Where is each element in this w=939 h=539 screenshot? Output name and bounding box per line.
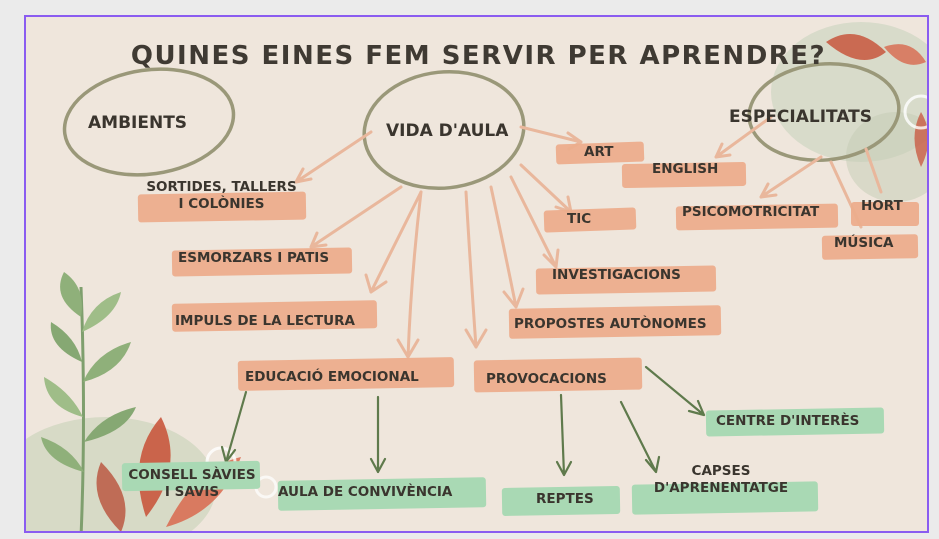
node-educacio: EDUCACIÓ EMOCIONAL <box>245 369 419 385</box>
node-esmorzars: ESMORZARS I PATIS <box>178 250 330 266</box>
white-swirl <box>903 94 927 130</box>
node-sortides: SORTIDES, TALLERS I COLÒNIES <box>146 179 297 212</box>
plant-leaf <box>83 342 131 382</box>
red-leaf <box>96 462 126 531</box>
node-investigacions: INVESTIGACIONS <box>552 267 681 283</box>
node-hort: HORT <box>861 198 903 214</box>
arrow-to-impuls-1 <box>364 190 423 294</box>
node-reptes: REPTES <box>536 491 594 507</box>
arrow-to-aula-convivencia <box>369 395 387 474</box>
plant-leaf <box>82 292 121 332</box>
plant-leaf <box>50 322 82 362</box>
node-propostes: PROPOSTES AUTÒNOMES <box>514 316 707 332</box>
arrow-to-consell <box>220 390 248 464</box>
arrow-to-tic <box>519 163 573 214</box>
decor-layer <box>26 22 927 531</box>
node-english: ENGLISH <box>652 161 719 177</box>
circle-ambients <box>62 67 236 177</box>
arrow-to-propostes <box>489 185 525 309</box>
arrow-to-psico <box>759 155 823 199</box>
node-ambients: AMBIENTS <box>88 113 188 133</box>
node-psicomotricitat: PSICOMOTRICITAT <box>682 204 820 220</box>
plant-leaf <box>44 377 83 417</box>
node-aula-convivencia: AULA DE CONVIVÈNCIA <box>278 484 453 500</box>
node-centre: CENTRE D'INTERÈS <box>716 413 860 429</box>
leaf-red-top-2 <box>884 44 926 65</box>
page-title: QUINES EINES FEM SERVIR PER APRENDRE? <box>130 41 827 71</box>
arrow-to-provocacions <box>464 190 488 349</box>
plant-leaf <box>41 437 84 472</box>
node-especialitats: ESPECIALITATS <box>729 107 872 127</box>
arrow-to-hort <box>864 147 883 194</box>
arrow-to-esmorzars <box>309 185 403 249</box>
green-wash-2 <box>846 112 927 202</box>
arrow-to-english <box>714 115 773 159</box>
arrow-to-centre <box>644 365 706 417</box>
arrow-to-reptes <box>555 393 573 477</box>
node-capses: CAPSES D'APRENENTATGE <box>653 463 789 496</box>
mind-map-board: QUINES EINES FEM SERVIR PER APRENDRE? AM… <box>24 15 929 533</box>
leaf-red-top <box>826 34 886 60</box>
node-provocacions: PROVOCACIONS <box>486 371 607 387</box>
node-consell: CONSELL SÀVIES I SAVIS <box>128 467 256 500</box>
leaf-red-right <box>914 112 927 167</box>
arrow-to-capses <box>619 400 661 474</box>
node-art: ART <box>584 144 614 160</box>
plant-stem <box>79 286 85 531</box>
node-musica: MÚSICA <box>834 235 894 251</box>
arrow-to-investigacions <box>509 175 560 269</box>
circle-vida-aula <box>362 69 526 191</box>
plant-leaf <box>84 407 136 442</box>
plant-leaf <box>60 272 82 317</box>
circle-especialitats <box>747 61 901 163</box>
arrow-to-sortides <box>294 130 373 184</box>
highlight-hort <box>851 202 919 226</box>
node-impuls: IMPULS DE LA LECTURA <box>175 313 355 329</box>
arrow-to-educacio <box>396 190 423 359</box>
node-tic: TIC <box>567 211 592 227</box>
node-vida-aula: VIDA D'AULA <box>386 121 509 141</box>
